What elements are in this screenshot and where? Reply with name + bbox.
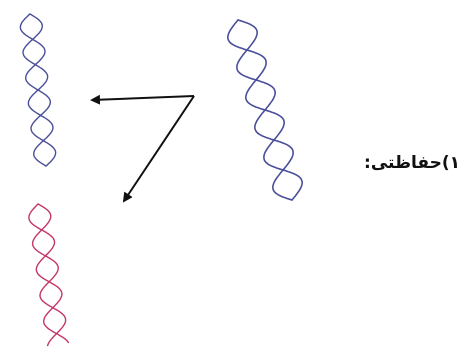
arrow-to-top-daughter — [92, 96, 194, 100]
daughter-dna-bottom-helix — [29, 204, 69, 346]
strand-b — [237, 20, 293, 200]
arrows — [92, 96, 194, 201]
daughter-dna-top-helix — [20, 14, 55, 166]
strand-a — [29, 204, 69, 343]
semi-conservative-caption: ۱)حفاظتی: — [336, 153, 460, 173]
parent-dna-helix — [228, 20, 302, 200]
arrow-to-bottom-daughter — [124, 96, 194, 201]
strand-b — [33, 204, 66, 346]
